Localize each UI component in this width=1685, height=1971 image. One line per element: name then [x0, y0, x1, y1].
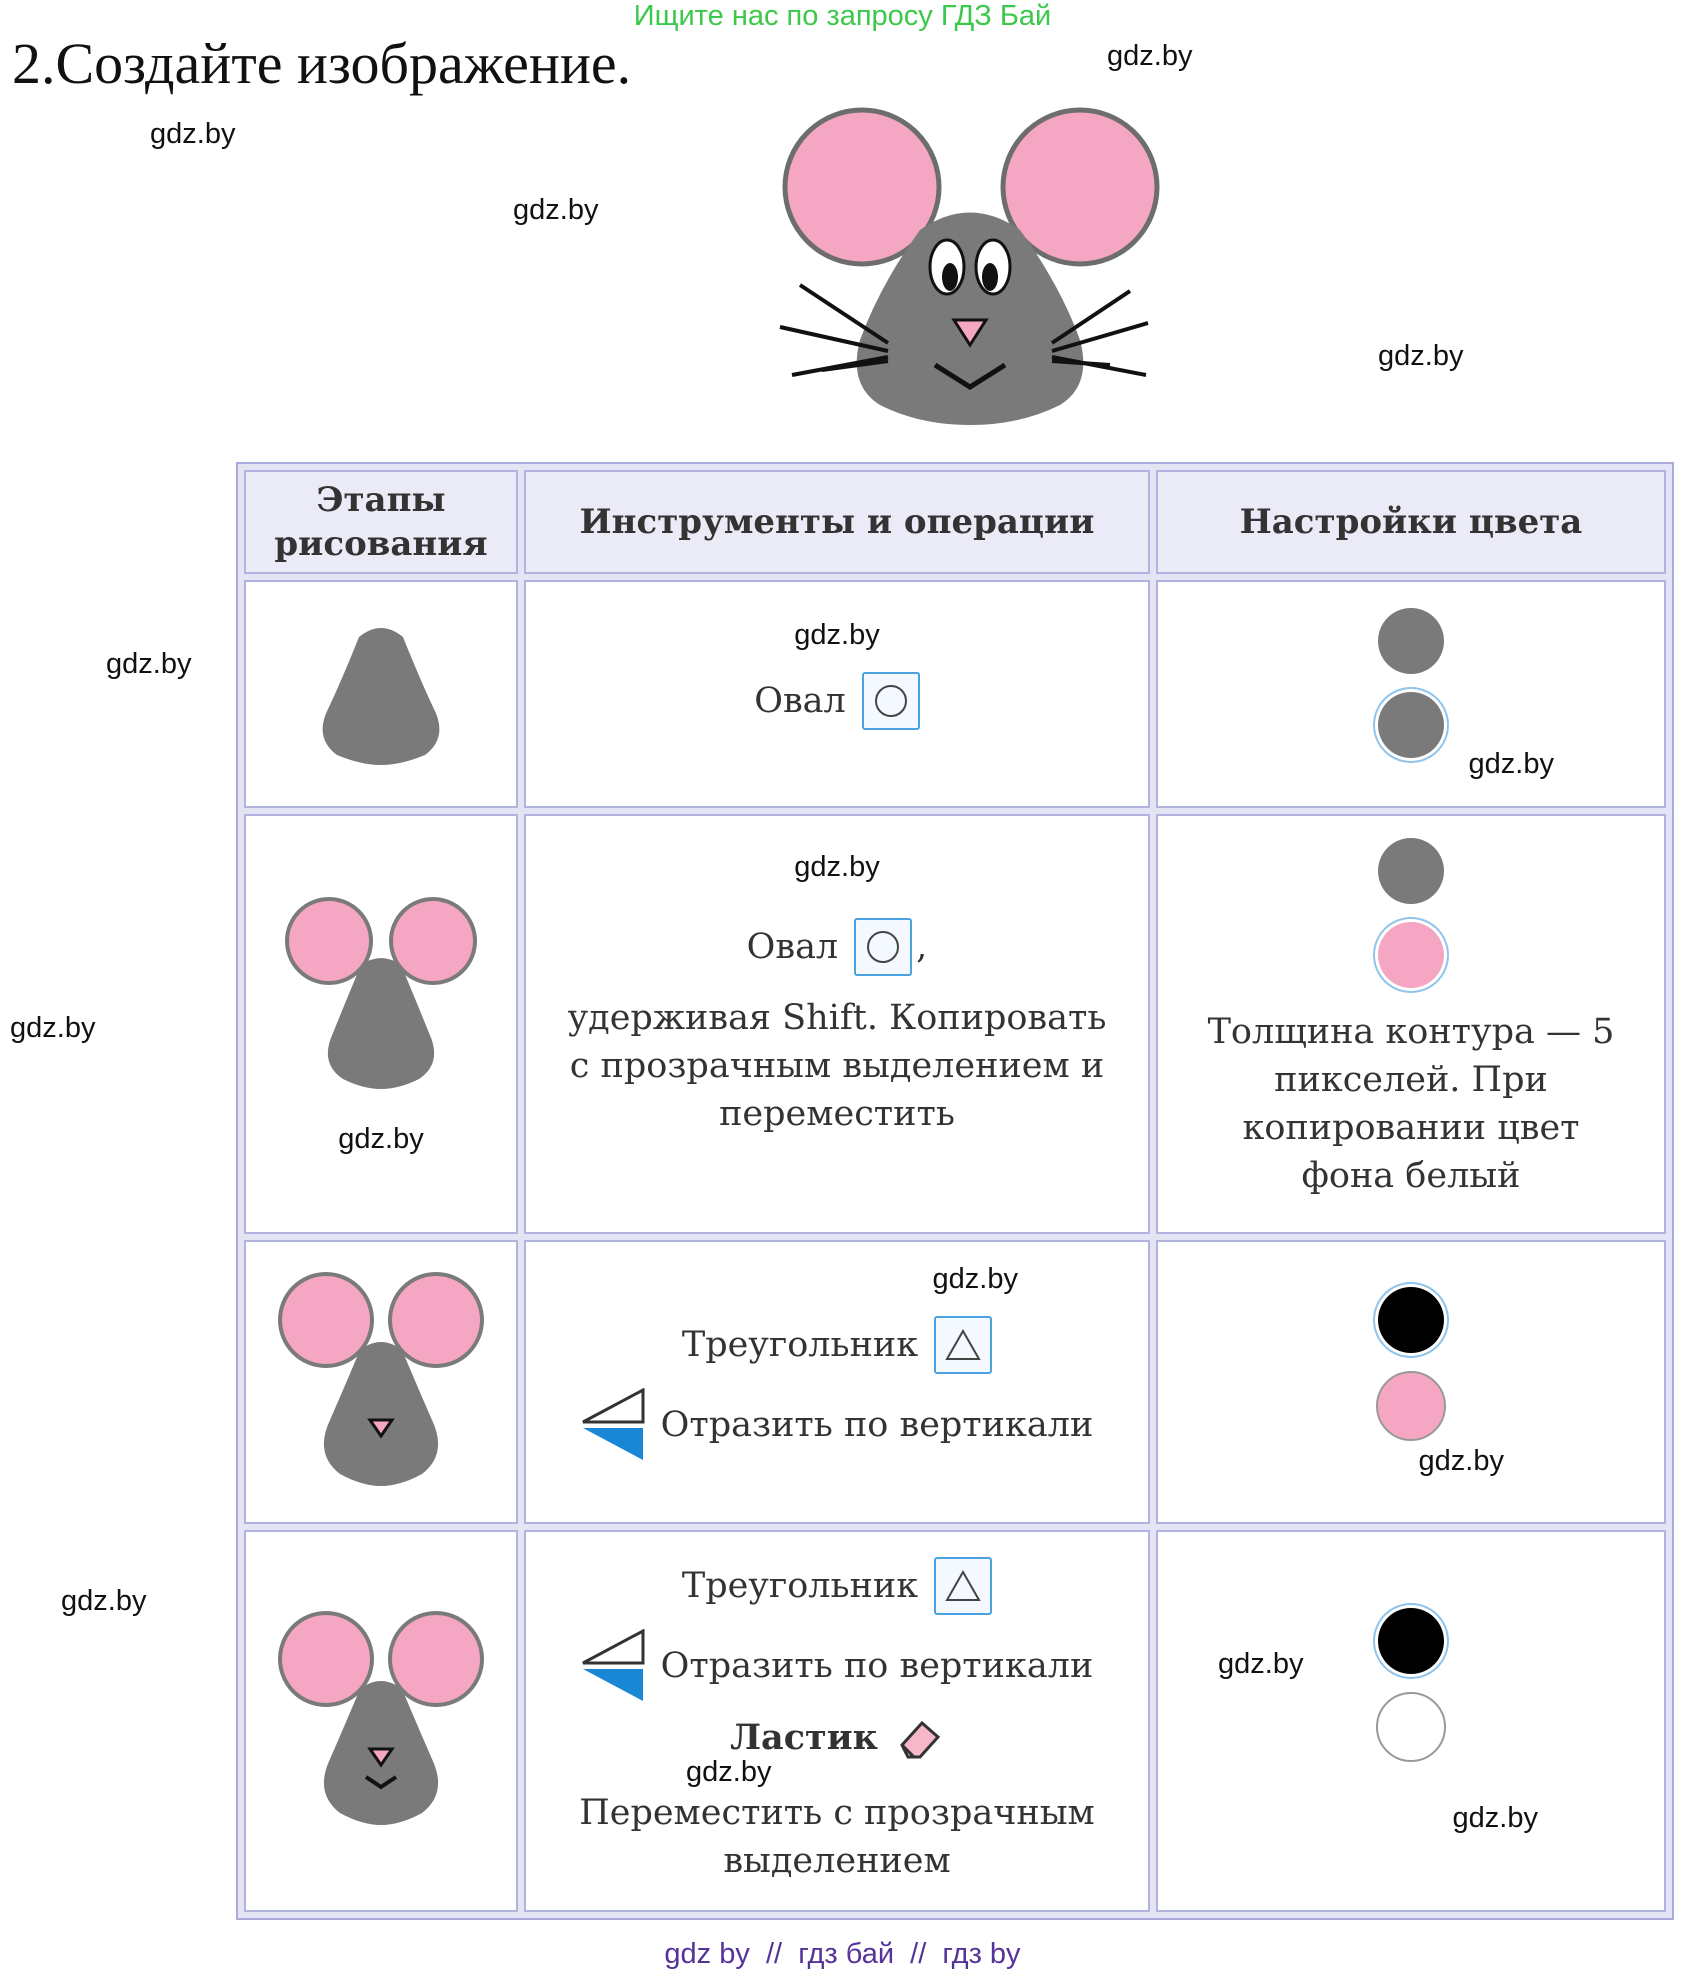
background-white-swatch	[1376, 1691, 1446, 1762]
eraser-tool-label: Ластик	[730, 1717, 878, 1758]
comma: ,	[916, 926, 928, 967]
watermark: gdz.by	[1418, 1444, 1504, 1477]
stage-4-image	[244, 1530, 518, 1912]
header-tools: Инструменты и операции	[524, 470, 1150, 574]
foreground-gray-swatch	[1378, 838, 1444, 904]
foreground-black-swatch	[1378, 1607, 1444, 1674]
oval-tool-icon[interactable]	[854, 917, 913, 976]
watermark: gdz.by	[513, 194, 599, 226]
flip-vertical-icon[interactable]	[581, 1387, 645, 1462]
head-with-mouth-icon	[278, 1611, 484, 1825]
stage-1-image	[244, 580, 518, 808]
footer-links: gdz by // гдз бай // гдз by	[664, 1938, 1021, 1970]
stage-2-colors: Толщина контура — 5 пикселей. При копиро…	[1156, 814, 1666, 1234]
stage-2-instructions: удерживая Shift. Копировать с прозрачным…	[567, 997, 1107, 1134]
background-gray-swatch	[1378, 691, 1444, 758]
page-title: 2.Создайте изображение.	[12, 31, 632, 96]
flip-vertical-label: Отразить по вертикали	[660, 1646, 1094, 1686]
oval-tool-label: Овал	[754, 680, 846, 721]
stage-1-tools: gdz.by Овал	[524, 580, 1150, 808]
triangle-tool-label: Треугольник	[681, 1324, 919, 1365]
watermark: gdz.by	[1107, 40, 1193, 72]
triangle-tool-label: Треугольник	[681, 1566, 919, 1606]
foreground-gray-swatch	[1378, 607, 1444, 674]
head-with-ears-icon	[285, 896, 477, 1089]
flip-vertical-label: Отразить по вертикали	[660, 1404, 1094, 1445]
steps-table: Этапы рисования Инструменты и операции Н…	[236, 462, 1674, 1920]
background-pink-swatch	[1376, 1370, 1446, 1441]
watermark: gdz.by	[338, 1122, 424, 1155]
eraser-icon[interactable]	[894, 1713, 944, 1763]
watermark: gdz.by	[1218, 1647, 1304, 1680]
flip-vertical-icon[interactable]	[581, 1629, 645, 1703]
oval-tool-icon[interactable]	[861, 671, 920, 730]
watermark: gdz.by	[794, 850, 880, 883]
head-with-nose-icon	[278, 1272, 484, 1486]
stage-3-tools: gdz.by Треугольник Отразить по вертикали	[524, 1240, 1150, 1524]
head-shape-icon	[322, 628, 440, 765]
triangle-tool-icon[interactable]	[934, 1557, 993, 1615]
move-instruction: Переместить с прозрачным выделением	[579, 1793, 1095, 1881]
stage-4-colors: gdz.by gdz.by	[1156, 1530, 1666, 1912]
watermark: gdz.by	[61, 1585, 147, 1617]
watermark: gdz.by	[10, 1012, 96, 1044]
top-banner: Ищите нас по запросу ГДЗ Бай	[633, 0, 1052, 32]
watermark: gdz.by	[150, 118, 236, 150]
foreground-black-swatch	[1378, 1286, 1444, 1353]
watermark: gdz.by	[794, 618, 880, 651]
watermark: gdz.by	[1452, 1801, 1538, 1834]
outline-note: Толщина контура — 5 пикселей. При копиро…	[1207, 1012, 1615, 1196]
stage-3-image	[244, 1240, 518, 1524]
watermark: gdz.by	[686, 1756, 772, 1788]
header-colors: Настройки цвета	[1156, 470, 1666, 574]
stage-3-colors: gdz.by	[1156, 1240, 1666, 1524]
header-stages: Этапы рисования	[244, 470, 518, 574]
mouse-illustration	[779, 107, 1160, 425]
oval-tool-label: Овал	[746, 926, 839, 967]
background-pink-swatch	[1378, 922, 1444, 988]
stage-1-colors: gdz.by	[1156, 580, 1666, 808]
triangle-tool-icon[interactable]	[934, 1315, 993, 1374]
stage-2-tools: gdz.by Овал , удерживая Shift. Копироват…	[524, 814, 1150, 1234]
stage-2-image: gdz.by	[244, 814, 518, 1234]
watermark: gdz.by	[1468, 747, 1554, 780]
watermark: gdz.by	[106, 648, 192, 680]
stage-4-tools: Треугольник Отразить по вертикали Ластик…	[524, 1530, 1150, 1912]
watermark: gdz.by	[932, 1262, 1018, 1295]
watermark: gdz.by	[1378, 340, 1464, 372]
